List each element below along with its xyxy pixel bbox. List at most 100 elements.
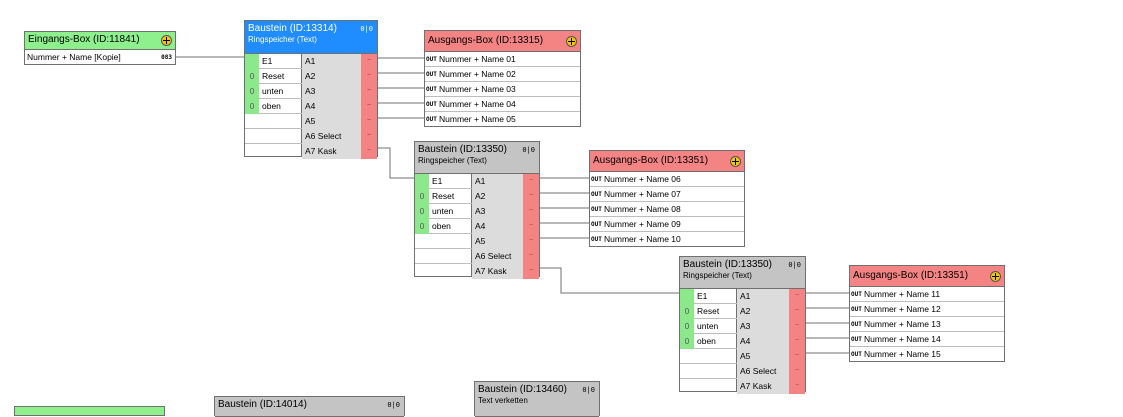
output-box-row[interactable]: OUT Nummer + Name 02 — [425, 67, 580, 82]
output-box-row-label: Nummer + Name 15 — [864, 349, 941, 359]
input-port-badge: OUT — [591, 221, 602, 228]
output-box-row[interactable]: OUT Nummer + Name 09 — [590, 217, 744, 232]
output-port[interactable]: − — [523, 249, 539, 264]
output-box-header[interactable]: Ausgangs-Box (ID:13351) — [590, 151, 744, 172]
output-port[interactable]: − — [789, 349, 805, 364]
baustein-header[interactable]: Baustein (ID:14014) 0|0 — [215, 397, 404, 417]
output-port[interactable]: − — [789, 289, 805, 304]
input-value-cell[interactable] — [680, 289, 694, 304]
input-value-cell[interactable]: 0 — [680, 304, 694, 319]
baustein-block[interactable]: Baustein (ID:13314) Ringspeicher (Text) … — [244, 20, 378, 159]
input-value-cell[interactable]: 0 — [245, 84, 259, 99]
plus-icon[interactable] — [730, 156, 741, 167]
output-port[interactable]: − — [361, 144, 377, 159]
baustein-block-partial[interactable]: Baustein (ID:14014) 0|0 — [214, 396, 405, 417]
output-box[interactable]: Ausgangs-Box (ID:13351) OUT Nummer + Nam… — [849, 265, 1005, 362]
input-box-header[interactable]: Eingangs-Box (ID:11841) — [25, 32, 175, 50]
output-label: A1 — [737, 289, 789, 304]
output-box-row[interactable]: OUT Nummer + Name 11 — [850, 287, 1004, 302]
input-value-cell[interactable]: 0 — [680, 334, 694, 349]
input-value-cell[interactable] — [245, 54, 259, 69]
input-value-cell[interactable]: 0 — [415, 219, 429, 234]
output-box[interactable]: Ausgangs-Box (ID:13315) OUT Nummer + Nam… — [424, 30, 581, 127]
baustein-header[interactable]: Baustein (ID:13350) Ringspeicher (Text) … — [415, 142, 539, 174]
input-value-cell[interactable]: 0 — [245, 99, 259, 114]
input-box[interactable]: Eingangs-Box (ID:11841) Nummer + Name [K… — [24, 31, 176, 65]
output-label: A7 Kask — [737, 379, 789, 394]
output-port[interactable]: − — [361, 69, 377, 84]
output-port[interactable]: − — [523, 204, 539, 219]
output-box-header[interactable]: Ausgangs-Box (ID:13315) — [425, 31, 580, 52]
input-box-partial[interactable] — [14, 406, 165, 416]
input-value-cell[interactable]: 0 — [415, 204, 429, 219]
input-box-row[interactable]: Nummer + Name [Kopie] 083 — [25, 50, 175, 64]
output-box-row[interactable]: OUT Nummer + Name 13 — [850, 317, 1004, 332]
input-port-badge: OUT — [426, 101, 437, 108]
output-box-row[interactable]: OUT Nummer + Name 08 — [590, 202, 744, 217]
output-box-row[interactable]: OUT Nummer + Name 12 — [850, 302, 1004, 317]
baustein-header[interactable]: Baustein (ID:13460) Text verketten 0|0 — [475, 382, 599, 417]
output-box-row[interactable]: OUT Nummer + Name 10 — [590, 232, 744, 247]
output-port[interactable]: − — [361, 54, 377, 69]
output-port[interactable]: − — [789, 304, 805, 319]
output-box-row[interactable]: OUT Nummer + Name 03 — [425, 82, 580, 97]
baustein-block-partial[interactable]: Baustein (ID:13460) Text verketten 0|0 — [474, 381, 600, 417]
input-value-cell[interactable] — [415, 174, 429, 189]
plus-icon[interactable] — [161, 35, 172, 46]
baustein-block[interactable]: Baustein (ID:13350) Ringspeicher (Text) … — [679, 256, 806, 394]
input-label: oben — [262, 101, 281, 111]
output-port[interactable]: − — [523, 174, 539, 189]
output-box-row[interactable]: OUT Nummer + Name 06 — [590, 172, 744, 187]
output-box[interactable]: Ausgangs-Box (ID:13351) OUT Nummer + Nam… — [589, 150, 745, 247]
output-label: A1 — [472, 174, 523, 189]
output-port[interactable]: − — [789, 334, 805, 349]
output-box-row[interactable]: OUT Nummer + Name 15 — [850, 347, 1004, 362]
output-box-row[interactable]: OUT Nummer + Name 05 — [425, 112, 580, 127]
input-value-cell[interactable]: 0 — [415, 189, 429, 204]
baustein-subtitle: Text verketten — [478, 396, 528, 405]
output-box-title: Ausgangs-Box (ID:13351) — [593, 155, 709, 166]
output-port[interactable]: − — [361, 114, 377, 129]
output-port[interactable]: − — [789, 364, 805, 379]
output-box-row-label: Nummer + Name 08 — [604, 204, 681, 214]
output-box-row[interactable]: OUT Nummer + Name 14 — [850, 332, 1004, 347]
baustein-header[interactable]: Baustein (ID:13350) Ringspeicher (Text) … — [680, 257, 805, 289]
output-port[interactable]: − — [523, 189, 539, 204]
output-label: A3 — [472, 204, 523, 219]
output-box-row-label: Nummer + Name 12 — [864, 304, 941, 314]
output-box-row[interactable]: OUT Nummer + Name 01 — [425, 52, 580, 67]
output-port[interactable]: − — [789, 319, 805, 334]
input-label: E1 — [432, 176, 443, 186]
input-port-badge: OUT — [851, 351, 862, 358]
input-value-cell[interactable]: 0 — [680, 319, 694, 334]
output-box-row-label: Nummer + Name 14 — [864, 334, 941, 344]
output-port[interactable]: − — [789, 379, 805, 394]
output-port[interactable]: − — [361, 129, 377, 144]
plus-icon[interactable] — [990, 271, 1001, 282]
divider — [736, 289, 737, 391]
output-box-row[interactable]: OUT Nummer + Name 04 — [425, 97, 580, 112]
output-label: A2 — [302, 69, 361, 84]
plus-icon[interactable] — [566, 36, 577, 47]
output-box-header[interactable]: Ausgangs-Box (ID:13351) — [850, 266, 1004, 287]
baustein-block[interactable]: Baustein (ID:13350) Ringspeicher (Text) … — [414, 141, 540, 279]
baustein-subtitle: Ringspeicher (Text) — [248, 35, 317, 44]
baustein-title: Baustein (ID:13350) — [418, 144, 507, 155]
output-port[interactable]: − — [523, 234, 539, 249]
output-box-title: Ausgangs-Box (ID:13315) — [428, 35, 544, 46]
output-port[interactable]: − — [361, 99, 377, 114]
input-value-cell[interactable]: 0 — [245, 69, 259, 84]
divider — [301, 54, 302, 156]
output-box-row[interactable]: OUT Nummer + Name 07 — [590, 187, 744, 202]
oi-icon: 0|0 — [360, 25, 373, 33]
output-port[interactable]: − — [523, 264, 539, 279]
output-port[interactable]: − — [523, 219, 539, 234]
output-port[interactable]: − — [361, 84, 377, 99]
baustein-header[interactable]: Baustein (ID:13314) Ringspeicher (Text) … — [245, 21, 377, 54]
input-label: Reset — [432, 191, 455, 201]
wire — [540, 267, 679, 294]
